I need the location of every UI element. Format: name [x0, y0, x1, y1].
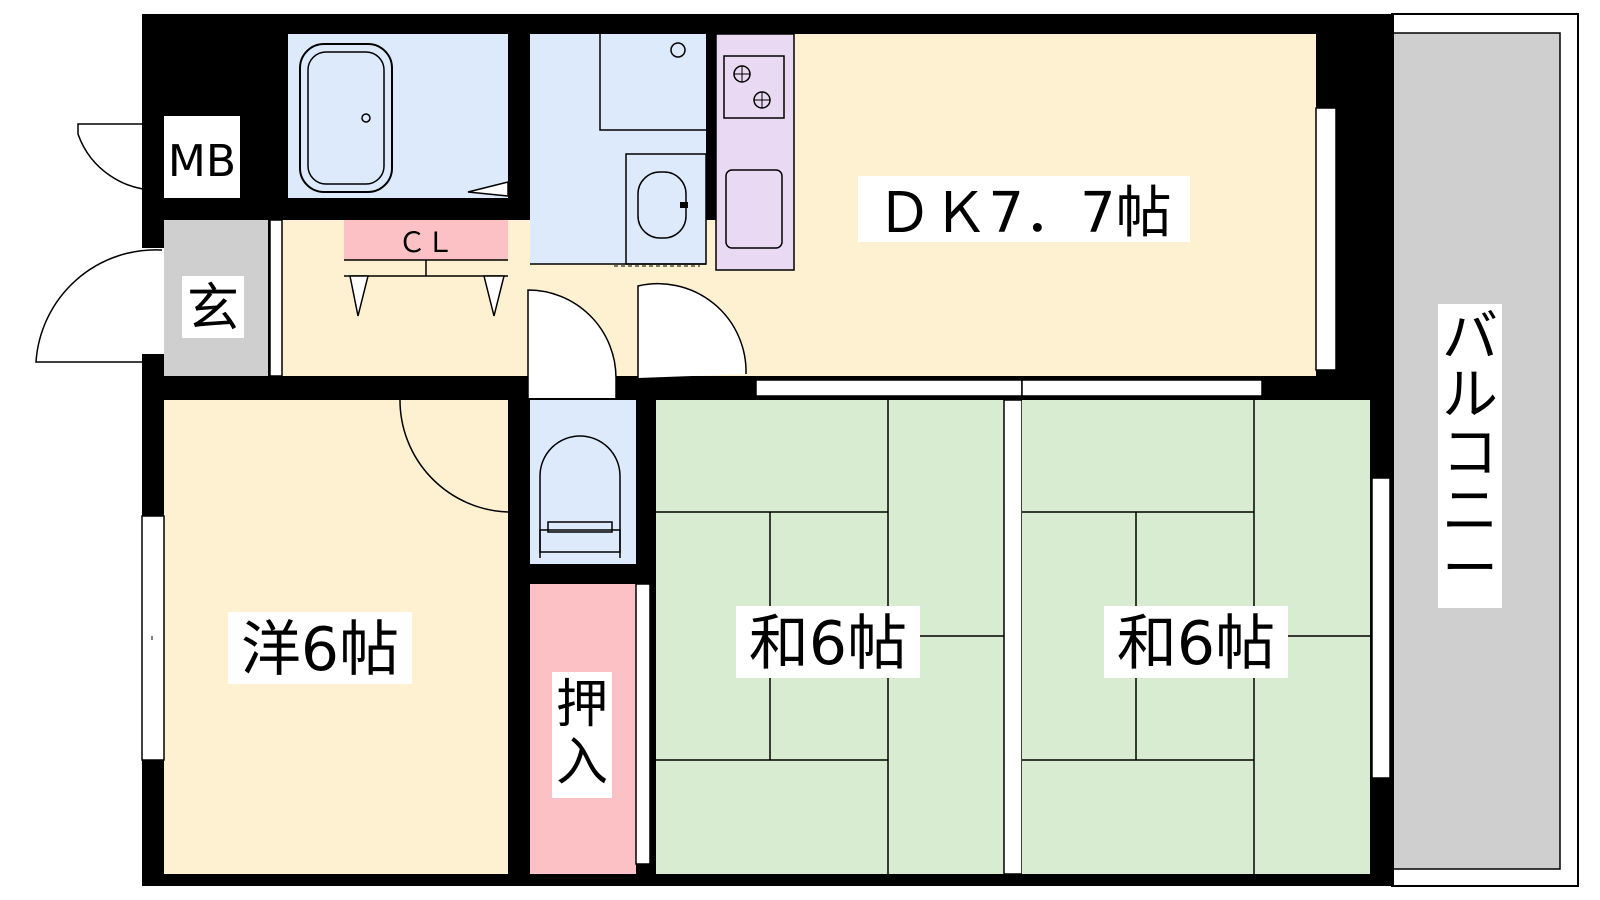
kitchen-counter	[715, 33, 795, 271]
svg-text:ＣＬ: ＣＬ	[398, 226, 454, 259]
oshiire-text: 押入	[556, 675, 608, 793]
label-mb: MB	[168, 136, 236, 187]
dk-sliding-door-2	[1021, 379, 1263, 397]
svg-text:玄: 玄	[187, 279, 239, 339]
svg-text:洋6帖: 洋6帖	[241, 615, 399, 685]
sink-icon	[725, 169, 783, 249]
sliding-door	[1003, 399, 1023, 875]
dk-sliding-door	[755, 379, 1023, 397]
label-oshiire: 押入	[552, 672, 612, 798]
washroom	[530, 34, 707, 267]
label-dk: ＤＫ7．7帖	[858, 176, 1190, 246]
closet	[344, 220, 508, 317]
svg-text:和6帖: 和6帖	[749, 609, 907, 679]
dk-door-swing	[637, 282, 747, 378]
stove-burner-icon	[733, 65, 771, 109]
svg-text:ＤＫ7．7帖: ＤＫ7．7帖	[876, 181, 1171, 246]
washitsu-window	[1371, 477, 1391, 779]
toilet	[527, 289, 636, 564]
svg-text:MB: MB	[168, 136, 236, 187]
oshiire-door	[635, 583, 651, 865]
bathroom	[288, 34, 509, 198]
label-genkan: 玄	[182, 276, 244, 339]
balcony-text: バルコニー	[1442, 305, 1498, 602]
label-washitsu-2: 和6帖	[1104, 606, 1288, 679]
label-yoshitsu: 洋6帖	[228, 612, 412, 685]
label-washitsu-1: 和6帖	[736, 606, 920, 679]
balcony-corner-wall	[1336, 14, 1394, 100]
balcony-window	[1315, 107, 1337, 371]
svg-text:和6帖: 和6帖	[1117, 609, 1275, 679]
label-balcony: バルコニー	[1438, 304, 1502, 608]
label-closet: ＣＬ	[398, 226, 454, 259]
meter-box	[77, 116, 240, 198]
